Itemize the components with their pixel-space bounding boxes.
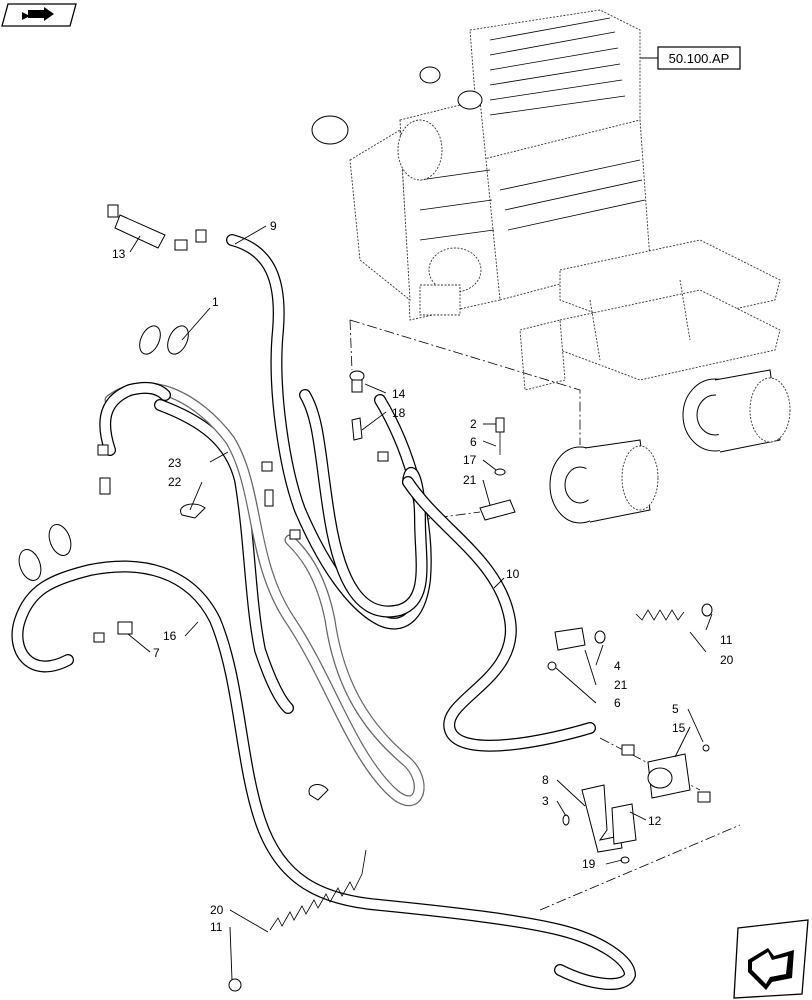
callout-10[interactable]: 10 — [506, 567, 520, 581]
spring-20-bottom — [228, 849, 367, 992]
o-ring-group-1 — [139, 325, 189, 355]
callout-4[interactable]: 4 — [614, 659, 621, 673]
bolt-2 — [495, 417, 505, 455]
callout-16[interactable]: 16 — [163, 629, 177, 643]
callout-7[interactable]: 7 — [153, 646, 160, 660]
next-page-arrow-icon[interactable] — [733, 919, 809, 999]
drive-motor-left — [549, 439, 659, 524]
bracket-21a — [479, 499, 516, 521]
hose-10 — [299, 389, 596, 752]
hose-16 — [11, 560, 636, 991]
engine-assembly — [311, 9, 781, 391]
callout-21-bottom[interactable]: 21 — [614, 678, 628, 692]
callout-11-top[interactable]: 11 — [720, 633, 733, 647]
fittings-mid — [97, 444, 301, 540]
callout-1[interactable]: 1 — [212, 295, 219, 309]
callout-23[interactable]: 23 — [168, 456, 182, 470]
callout-15[interactable]: 15 — [672, 721, 686, 735]
clamp-4-21b — [547, 627, 606, 671]
clamp-14 — [349, 370, 365, 393]
leader-lines — [127, 225, 713, 981]
clamp-22 — [180, 503, 206, 519]
callout-17[interactable]: 17 — [463, 453, 477, 467]
callout-13[interactable]: 13 — [112, 247, 126, 261]
valve-15 — [621, 744, 711, 803]
fitting-7 — [93, 621, 133, 643]
hose-1-upper — [99, 381, 171, 456]
spring-20-top — [635, 603, 713, 621]
callout-20-top[interactable]: 20 — [720, 653, 734, 667]
callout-14[interactable]: 14 — [392, 387, 406, 401]
book-arrow-icon[interactable] — [1, 3, 77, 27]
callout-12[interactable]: 12 — [648, 814, 662, 828]
callout-8[interactable]: 8 — [542, 773, 549, 787]
hose-23 — [154, 399, 294, 714]
elbow-18 — [351, 417, 389, 462]
o-ring-group-2 — [18, 524, 72, 581]
callout-9[interactable]: 9 — [270, 219, 277, 233]
reference-label: 50.100.AP — [669, 51, 730, 66]
callout-6-bottom[interactable]: 6 — [614, 696, 621, 710]
callout-18[interactable]: 18 — [392, 406, 406, 420]
fitting-13 — [107, 204, 207, 251]
washer-17 — [494, 468, 506, 476]
clip-small — [308, 784, 329, 801]
callout-2[interactable]: 2 — [470, 417, 477, 431]
callout-5[interactable]: 5 — [672, 702, 679, 716]
callout-20-bottom[interactable]: 20 — [210, 903, 224, 917]
callout-6-top[interactable]: 6 — [470, 435, 477, 449]
drive-motor-right — [682, 369, 791, 453]
callout-11-bottom[interactable]: 11 — [210, 920, 223, 934]
callout-21-top[interactable]: 21 — [463, 473, 477, 487]
callout-labels: 9 1 13 14 18 2 6 17 21 23 22 10 11 20 4 … — [112, 219, 734, 934]
callout-19[interactable]: 19 — [582, 857, 596, 871]
callout-3[interactable]: 3 — [542, 794, 549, 808]
bracket-8-12 — [562, 744, 710, 864]
hose-1-dashed — [104, 382, 425, 807]
callout-22[interactable]: 22 — [168, 475, 182, 489]
